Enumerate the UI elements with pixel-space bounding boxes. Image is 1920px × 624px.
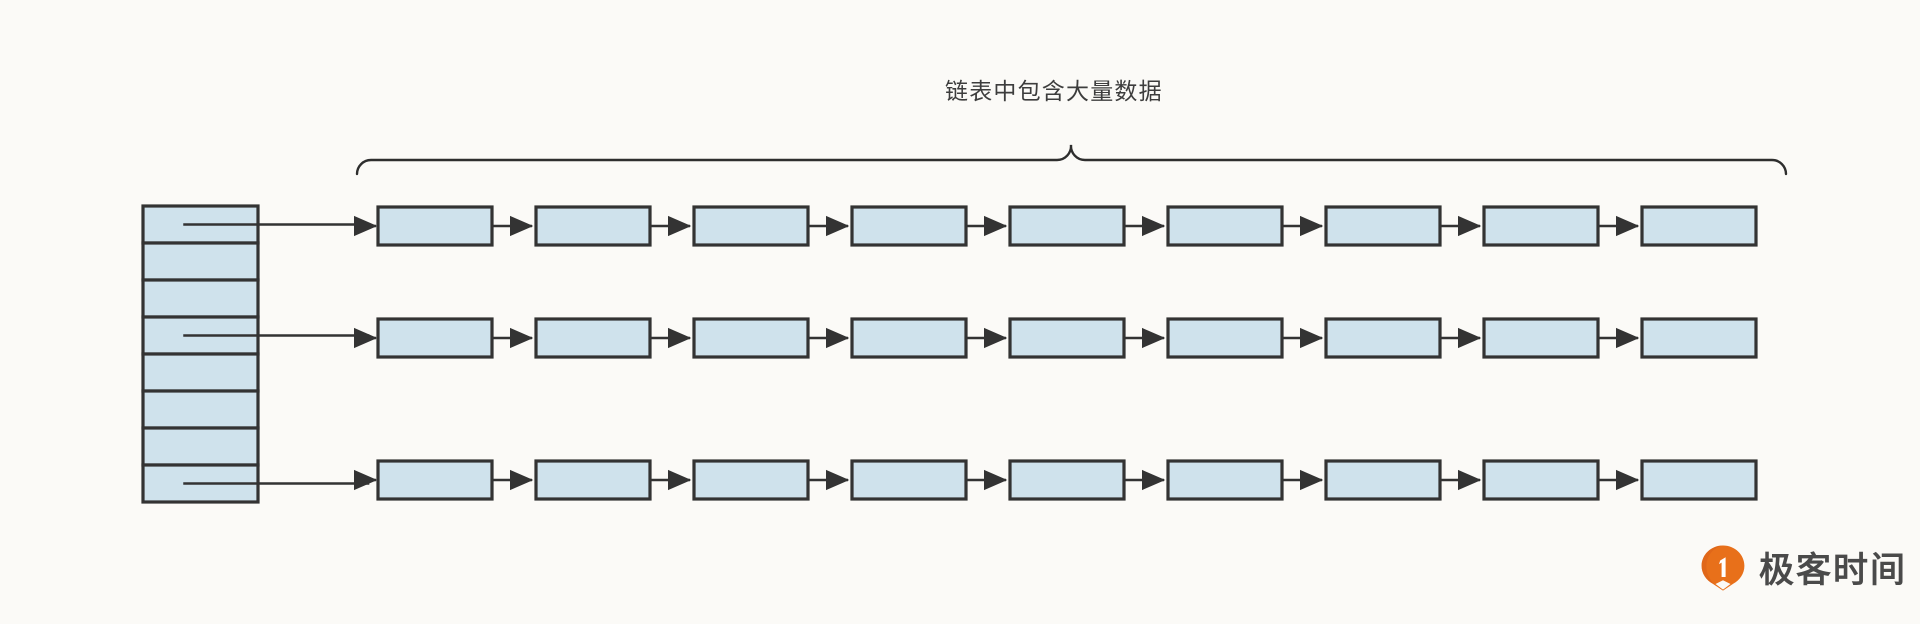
list-node[interactable] bbox=[1640, 317, 1758, 359]
bucket-cell-6[interactable] bbox=[141, 426, 260, 467]
linked-list-row-3 bbox=[183, 459, 1758, 501]
list-node[interactable] bbox=[1640, 459, 1758, 501]
list-node[interactable] bbox=[850, 459, 968, 501]
list-node[interactable] bbox=[1166, 459, 1284, 501]
list-node[interactable] bbox=[376, 205, 494, 247]
list-node[interactable] bbox=[850, 205, 968, 247]
list-node[interactable] bbox=[534, 205, 652, 247]
list-node[interactable] bbox=[1482, 205, 1600, 247]
list-node[interactable] bbox=[376, 459, 494, 501]
brand-watermark: 极客时间 bbox=[1700, 542, 1907, 593]
list-node[interactable] bbox=[1324, 205, 1442, 247]
list-node[interactable] bbox=[534, 317, 652, 359]
bucket-cell-1[interactable] bbox=[141, 241, 260, 282]
bucket-cell-4[interactable] bbox=[141, 352, 260, 393]
bucket-cell-5[interactable] bbox=[141, 389, 260, 430]
geektime-pin-icon bbox=[1701, 545, 1745, 591]
list-node[interactable] bbox=[1640, 205, 1758, 247]
linked-lists-group bbox=[183, 205, 1758, 501]
span-brace bbox=[355, 144, 1788, 176]
bucket-array-group bbox=[141, 204, 260, 504]
list-node[interactable] bbox=[1482, 317, 1600, 359]
brand-name: 极客时间 bbox=[1759, 551, 1908, 591]
brace-path bbox=[355, 144, 1788, 176]
list-node[interactable] bbox=[1482, 459, 1600, 501]
list-node[interactable] bbox=[1008, 205, 1126, 247]
linked-list-row-1 bbox=[183, 205, 1758, 247]
linked-list-row-2 bbox=[183, 317, 1758, 359]
bucket-pointer-line bbox=[183, 327, 378, 349]
list-node[interactable] bbox=[1324, 317, 1442, 359]
list-node[interactable] bbox=[1166, 205, 1284, 247]
bucket-cell-2[interactable] bbox=[141, 278, 260, 319]
list-node[interactable] bbox=[692, 459, 810, 501]
list-node[interactable] bbox=[692, 317, 810, 359]
list-node[interactable] bbox=[1324, 459, 1442, 501]
diagram-caption: 链表中包含大量数据 bbox=[945, 79, 1163, 105]
list-node[interactable] bbox=[534, 459, 652, 501]
list-node[interactable] bbox=[850, 317, 968, 359]
list-node[interactable] bbox=[692, 205, 810, 247]
list-node[interactable] bbox=[1008, 317, 1126, 359]
bucket-pointer-line bbox=[183, 469, 378, 491]
bucket-pointer-line bbox=[183, 215, 378, 237]
list-node[interactable] bbox=[1166, 317, 1284, 359]
list-node[interactable] bbox=[376, 317, 494, 359]
list-node[interactable] bbox=[1008, 459, 1126, 501]
